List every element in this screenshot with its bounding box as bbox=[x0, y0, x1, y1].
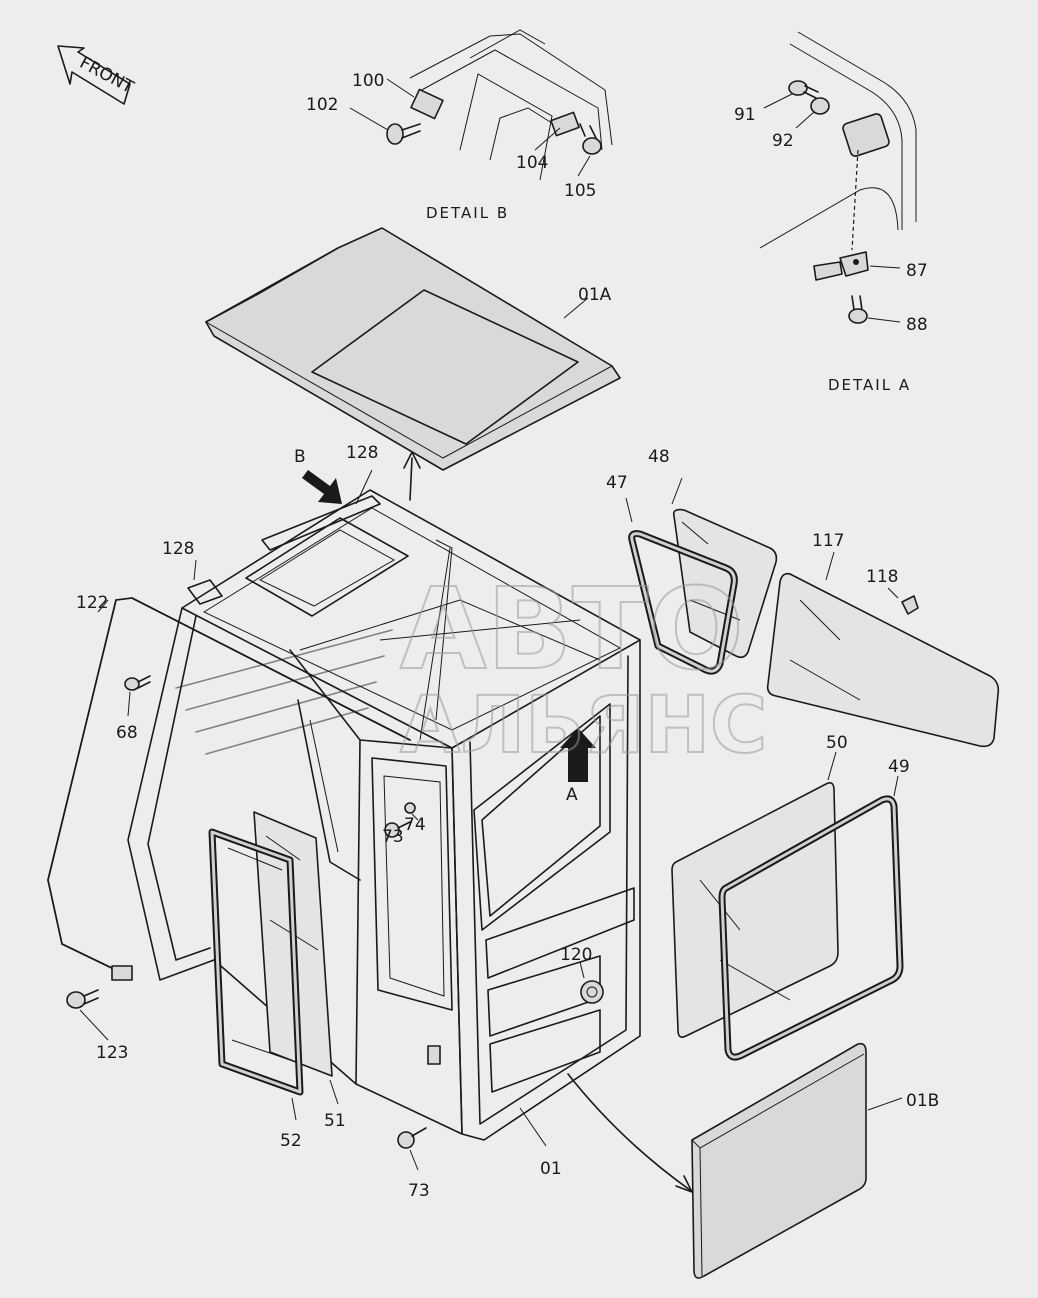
seal-52: 52 bbox=[208, 828, 304, 1151]
label-01b: 01B bbox=[906, 1091, 939, 1111]
label-50: 50 bbox=[826, 733, 848, 753]
watermark: АВТО АЛЬЯНС bbox=[175, 564, 768, 772]
view-arrow-a: A bbox=[560, 728, 596, 805]
view-arrow-b: B bbox=[294, 447, 342, 504]
handrail-122: 122 bbox=[47, 593, 411, 981]
seal-49: 49 bbox=[718, 757, 910, 1061]
bolt-88 bbox=[848, 295, 868, 324]
nut-92 bbox=[810, 97, 830, 115]
grommet-120: 120 bbox=[560, 945, 604, 1004]
clip-118: 118 bbox=[866, 567, 919, 615]
door-arrow bbox=[567, 1073, 691, 1191]
glass-50: 50 bbox=[671, 733, 848, 1038]
door-panel-01b: 01B bbox=[691, 1042, 939, 1279]
label-88: 88 bbox=[906, 315, 928, 335]
label-120: 120 bbox=[560, 945, 592, 965]
label-102: 102 bbox=[306, 95, 338, 115]
washer-74: 74 bbox=[404, 802, 426, 835]
glass-117: 117 bbox=[766, 531, 1000, 748]
label-118: 118 bbox=[866, 567, 898, 587]
bolt-102 bbox=[386, 123, 421, 145]
label-a: A bbox=[566, 785, 578, 805]
bolt-105 bbox=[579, 123, 602, 155]
front-arrow: FRONT bbox=[57, 45, 137, 105]
label-122: 122 bbox=[76, 593, 108, 613]
label-b: B bbox=[294, 447, 306, 467]
detail-a: 91 92 87 88 DETAIL A bbox=[734, 31, 928, 394]
bolt-68: 68 bbox=[116, 675, 151, 743]
label-128-top: 128 bbox=[346, 443, 378, 463]
label-117: 117 bbox=[812, 531, 844, 551]
label-87: 87 bbox=[906, 261, 928, 281]
label-105: 105 bbox=[564, 181, 596, 201]
bolt-73-upper: 73 bbox=[382, 821, 411, 847]
watermark-logo bbox=[175, 629, 393, 755]
rails-128: 128 128 bbox=[162, 443, 381, 605]
label-68: 68 bbox=[116, 723, 138, 743]
label-73-lower: 73 bbox=[408, 1181, 430, 1201]
label-73-upper: 73 bbox=[382, 827, 404, 847]
label-49: 49 bbox=[888, 757, 910, 777]
label-52: 52 bbox=[280, 1131, 302, 1151]
watermark-line-1: АВТО bbox=[400, 565, 744, 695]
label-01: 01 bbox=[540, 1159, 562, 1179]
label-74: 74 bbox=[404, 815, 426, 835]
door-handle bbox=[427, 1045, 441, 1065]
bolt-73-lower: 73 bbox=[397, 1127, 430, 1201]
label-47: 47 bbox=[606, 473, 628, 493]
label-100: 100 bbox=[352, 71, 384, 91]
label-91: 91 bbox=[734, 105, 756, 125]
seal-47: 47 bbox=[606, 473, 738, 675]
detail-b: 100 102 104 105 DETAIL B bbox=[306, 29, 613, 222]
handrail-foot bbox=[111, 965, 133, 981]
front-label: FRONT bbox=[76, 53, 137, 98]
detail-b-caption: DETAIL B bbox=[426, 204, 509, 222]
label-123: 123 bbox=[96, 1043, 128, 1063]
latch-87 bbox=[813, 251, 869, 281]
label-128-left: 128 bbox=[162, 539, 194, 559]
bracket-100 bbox=[410, 88, 444, 120]
bolt-91 bbox=[788, 80, 819, 99]
watermark-line-2: АЛЬЯНС bbox=[400, 681, 767, 771]
detail-a-caption: DETAIL A bbox=[828, 376, 911, 394]
label-48: 48 bbox=[648, 447, 670, 467]
label-92: 92 bbox=[772, 131, 794, 151]
label-104: 104 bbox=[516, 153, 548, 173]
label-01a: 01A bbox=[578, 285, 612, 305]
roof-panel-01a: 01A bbox=[205, 227, 621, 501]
bolt-123: 123 bbox=[66, 989, 128, 1063]
block-a bbox=[842, 113, 890, 157]
label-51: 51 bbox=[324, 1111, 346, 1131]
cab-label: 01 bbox=[519, 1107, 562, 1179]
